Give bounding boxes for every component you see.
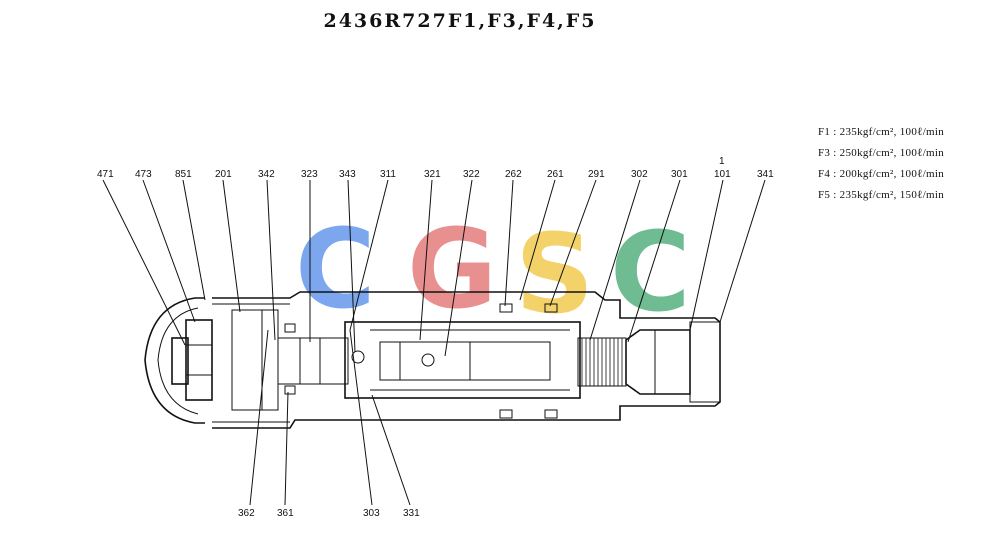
label-343: 343 <box>339 169 356 180</box>
label-201: 201 <box>215 169 232 180</box>
leader-lines <box>102 179 766 506</box>
spec-f3: F3 : 250kgf/cm², 100ℓ/min <box>818 147 945 159</box>
label-323: 323 <box>301 169 318 180</box>
watermark-letter-g: G <box>407 205 497 333</box>
watermark-letter-s: S <box>515 210 594 338</box>
label-321: 321 <box>424 169 441 180</box>
label-101: 101 <box>714 169 731 180</box>
valve-body <box>144 291 721 429</box>
label-361: 361 <box>277 508 294 519</box>
spec-f1: F1 : 235kgf/cm², 100ℓ/min <box>818 126 945 138</box>
spec-f4: F4 : 200kgf/cm², 100ℓ/min <box>818 168 945 180</box>
label-362: 362 <box>238 508 255 519</box>
label-322: 322 <box>463 169 480 180</box>
label-851: 851 <box>175 169 192 180</box>
label-303: 303 <box>363 508 380 519</box>
bottom-part-labels: 362 361 303 331 <box>238 508 420 519</box>
label-342: 342 <box>258 169 275 180</box>
label-1: 1 <box>719 156 725 167</box>
top-part-labels: 471 473 851 201 342 323 343 311 321 322 … <box>97 156 774 180</box>
drawing-title: 2436R727F1,F3,F4,F5 <box>323 10 597 32</box>
label-302: 302 <box>631 169 648 180</box>
label-262: 262 <box>505 169 522 180</box>
label-291: 291 <box>588 169 605 180</box>
label-473: 473 <box>135 169 152 180</box>
label-311: 311 <box>380 169 396 180</box>
label-341: 341 <box>757 169 774 180</box>
spec-f5: F5 : 235kgf/cm², 150ℓ/min <box>818 189 945 201</box>
label-471: 471 <box>97 169 114 180</box>
label-331: 331 <box>403 508 420 519</box>
label-301: 301 <box>671 169 688 180</box>
label-261: 261 <box>547 169 564 180</box>
spec-list: F1 : 235kgf/cm², 100ℓ/min F3 : 250kgf/cm… <box>818 122 944 206</box>
cgsc-watermark: C G S C <box>295 205 691 338</box>
watermark-letter-c1: C <box>295 205 376 333</box>
